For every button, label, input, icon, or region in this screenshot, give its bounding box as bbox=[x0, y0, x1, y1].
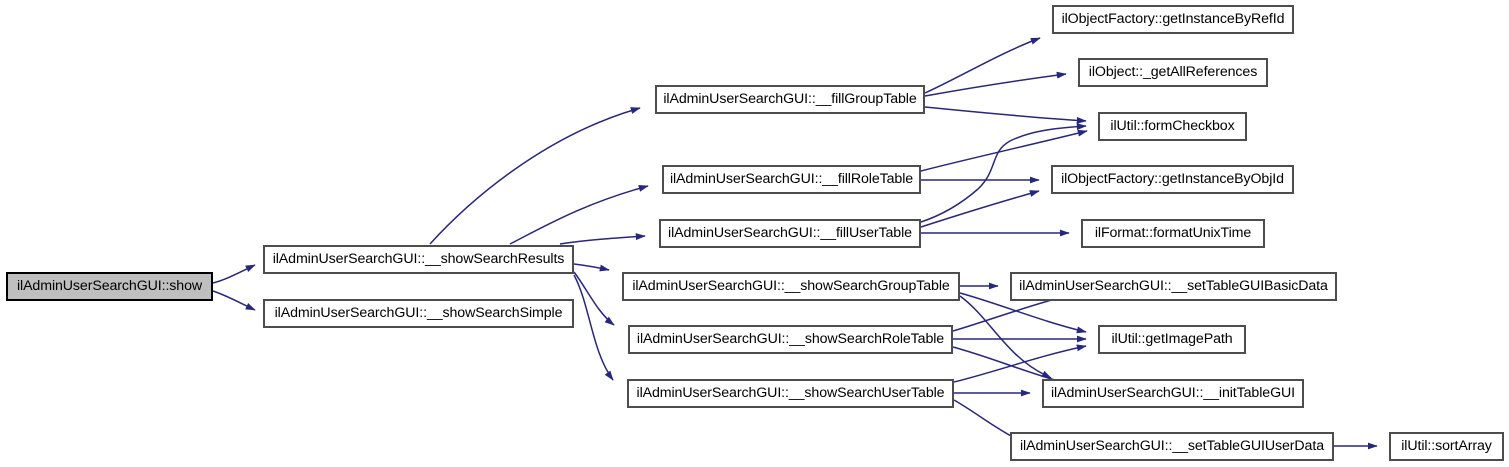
graph-node-label: ilUtil::sortArray bbox=[1401, 438, 1492, 455]
graph-node-showSearchUserTable[interactable]: ilAdminUserSearchGUI::__showSearchUserTa… bbox=[627, 379, 954, 408]
graph-edge-show-to-showSearchSimple bbox=[212, 290, 256, 311]
graph-node-label: ilObjectFactory::getInstanceByObjId bbox=[1061, 171, 1284, 188]
graph-node-fillRoleTable[interactable]: ilAdminUserSearchGUI::__fillRoleTable bbox=[662, 165, 921, 194]
graph-edge-showSearchRoleTable-to-initTableGUI bbox=[952, 346, 1069, 387]
graph-node-label: ilAdminUserSearchGUI::__showSearchResult… bbox=[272, 251, 565, 268]
graph-node-label: ilObjectFactory::getInstanceByRefId bbox=[1061, 11, 1285, 28]
graph-node-label: ilAdminUserSearchGUI::__setTableGUIBasic… bbox=[1019, 278, 1328, 295]
graph-node-setTableGUIBasicData[interactable]: ilAdminUserSearchGUI::__setTableGUIBasic… bbox=[1010, 272, 1337, 301]
graph-edge-showSearchResults-to-fillUserTable bbox=[559, 233, 646, 245]
graph-node-formCheckbox[interactable]: ilUtil::formCheckbox bbox=[1098, 112, 1247, 141]
graph-edge-showSearchResults-to-fillGroupTable bbox=[429, 107, 641, 245]
graph-node-label: ilAdminUserSearchGUI::show bbox=[16, 278, 203, 295]
graph-node-showSearchResults[interactable]: ilAdminUserSearchGUI::__showSearchResult… bbox=[263, 245, 574, 274]
graph-node-fillGroupTable[interactable]: ilAdminUserSearchGUI::__fillGroupTable bbox=[655, 85, 925, 114]
graph-node-getInstanceByObjId[interactable]: ilObjectFactory::getInstanceByObjId bbox=[1051, 165, 1294, 194]
graph-node-label: ilAdminUserSearchGUI::__showSearchRoleTa… bbox=[636, 331, 945, 348]
graph-node-label: ilAdminUserSearchGUI::__setTableGUIUserD… bbox=[1019, 438, 1324, 455]
graph-node-label: ilAdminUserSearchGUI::__initTableGUI bbox=[1051, 385, 1295, 402]
graph-node-fillUserTable[interactable]: ilAdminUserSearchGUI::__fillUserTable bbox=[659, 219, 921, 248]
graph-node-getInstanceByRefId[interactable]: ilObjectFactory::getInstanceByRefId bbox=[1052, 5, 1294, 34]
graph-edge-fillGroupTable-to-getInstanceByRefId bbox=[924, 37, 1041, 94]
graph-node-label: ilAdminUserSearchGUI::__fillRoleTable bbox=[669, 171, 914, 188]
graph-node-label: ilAdminUserSearchGUI::__fillUserTable bbox=[668, 225, 912, 242]
graph-node-showSearchSimple[interactable]: ilAdminUserSearchGUI::__showSearchSimple bbox=[263, 299, 574, 328]
graph-edge-showSearchGroupTable-to-initTableGUI bbox=[959, 295, 1052, 379]
graph-node-setTableGUIUserData[interactable]: ilAdminUserSearchGUI::__setTableGUIUserD… bbox=[1010, 432, 1334, 461]
graph-node-getAllReferences[interactable]: ilObject::_getAllReferences bbox=[1078, 58, 1268, 87]
graph-node-label: ilAdminUserSearchGUI::__showSearchUserTa… bbox=[636, 385, 945, 402]
graph-node-formatUnixTime[interactable]: ilFormat::formatUnixTime bbox=[1081, 219, 1265, 248]
graph-node-label: ilFormat::formatUnixTime bbox=[1094, 225, 1252, 242]
graph-edge-fillUserTable-to-getInstanceByObjId bbox=[920, 190, 1040, 228]
graph-edge-showSearchUserTable-to-getImagePath bbox=[953, 344, 1087, 383]
graph-node-showSearchRoleTable[interactable]: ilAdminUserSearchGUI::__showSearchRoleTa… bbox=[628, 325, 953, 354]
graph-edge-showSearchResults-to-fillRoleTable bbox=[509, 185, 649, 245]
graph-node-getImagePath[interactable]: ilUtil::getImagePath bbox=[1098, 325, 1246, 354]
graph-node-sortArray[interactable]: ilUtil::sortArray bbox=[1389, 432, 1504, 461]
graph-node-showSearchGroupTable[interactable]: ilAdminUserSearchGUI::__showSearchGroupT… bbox=[622, 272, 960, 301]
graph-node-initTableGUI[interactable]: ilAdminUserSearchGUI::__initTableGUI bbox=[1042, 379, 1304, 408]
graph-node-label: ilUtil::getImagePath bbox=[1111, 331, 1233, 348]
graph-edge-showSearchResults-to-showSearchRoleTable bbox=[573, 271, 615, 326]
graph-edge-fillGroupTable-to-formCheckbox bbox=[924, 106, 1087, 124]
graph-edge-showSearchResults-to-showSearchGroupTable bbox=[573, 263, 610, 272]
graph-node-label: ilAdminUserSearchGUI::__showSearchGroupT… bbox=[632, 278, 950, 295]
graph-node-label: ilUtil::formCheckbox bbox=[1110, 118, 1235, 135]
graph-node-show[interactable]: ilAdminUserSearchGUI::show bbox=[6, 272, 213, 301]
graph-edge-showSearchResults-to-showSearchUserTable bbox=[573, 274, 614, 381]
graph-edge-fillGroupTable-to-getAllReferences bbox=[924, 71, 1067, 97]
graph-node-label: ilAdminUserSearchGUI::__showSearchSimple bbox=[274, 305, 563, 322]
graph-node-label: ilAdminUserSearchGUI::__fillGroupTable bbox=[663, 91, 917, 108]
graph-edge-show-to-showSearchResults bbox=[212, 264, 256, 284]
graph-node-label: ilObject::_getAllReferences bbox=[1088, 64, 1258, 81]
